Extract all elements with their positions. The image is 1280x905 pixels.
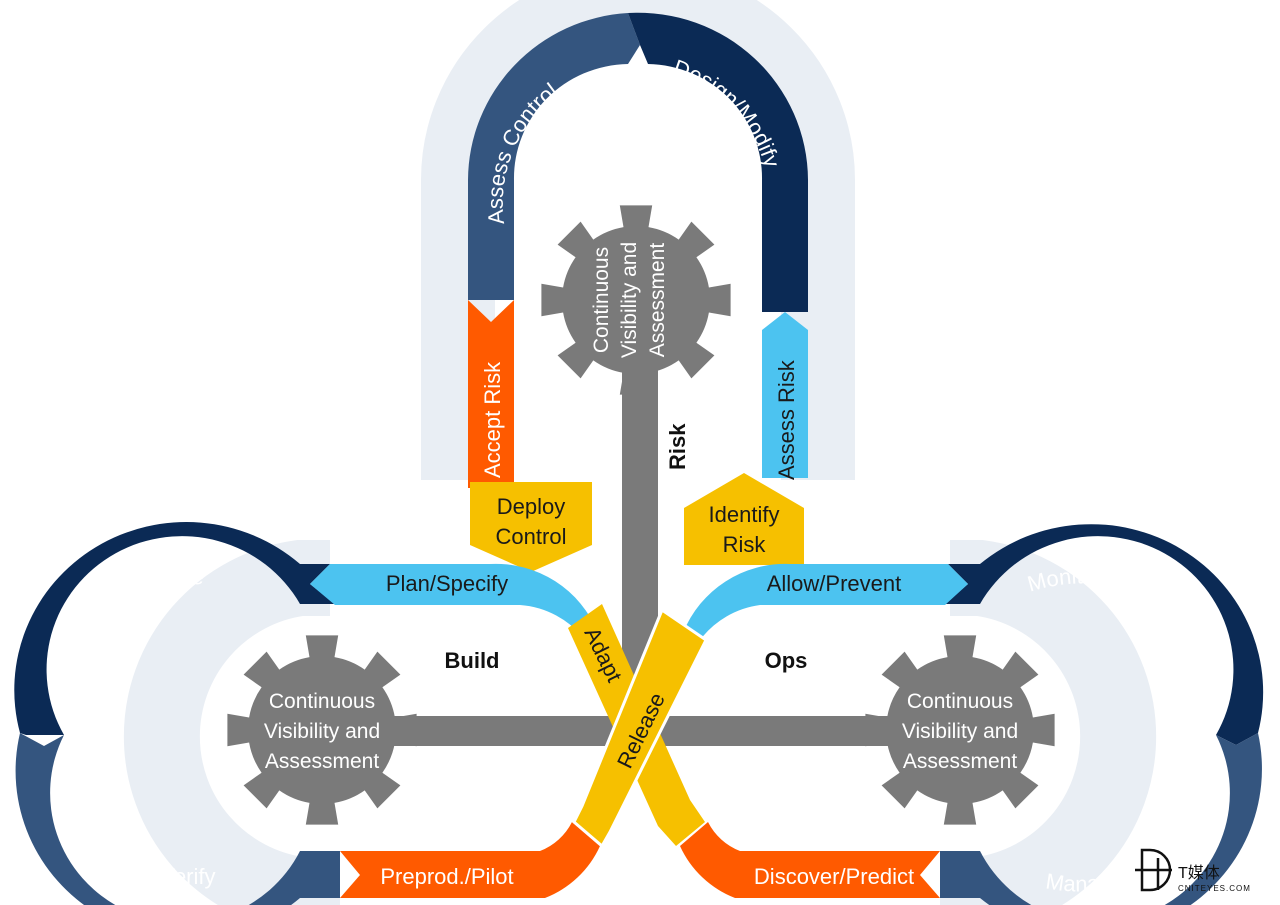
- segment-plan-specify: [310, 563, 598, 640]
- gear-top-shape: [541, 205, 731, 395]
- watermark-brand: T媒体: [1178, 864, 1220, 882]
- segment-design-modify: [628, 12, 808, 312]
- segment-release: [572, 607, 708, 849]
- segment-deploy-control: [470, 482, 592, 572]
- segment-accept-risk: [468, 300, 514, 488]
- segment-monitor-detect: [945, 524, 1264, 745]
- segment-identify-risk: [684, 473, 804, 565]
- build-center-label: Build: [445, 648, 500, 673]
- watermark-site: CNITEYES.COM: [1178, 884, 1251, 893]
- gear-left: Continuous Visibility and Assessment: [227, 635, 417, 825]
- watermark: T媒体 CNITEYES.COM: [1135, 848, 1251, 893]
- risk-center-label: Risk: [665, 423, 690, 470]
- preprod-pilot-label: Preprod./Pilot: [380, 864, 513, 889]
- ops-center-label: Ops: [765, 648, 808, 673]
- top-loop-halo: [421, 0, 855, 480]
- segment-create-procure: [14, 522, 335, 735]
- assess-risk-label: Assess Risk: [774, 359, 799, 480]
- gear-top: Continuous Visibility and Assessment: [541, 205, 731, 395]
- segment-preprod-pilot: [340, 822, 600, 898]
- gear-teeth: [227, 635, 417, 825]
- gear-top-line-1: Continuous: [590, 247, 613, 353]
- gear-left-line-2: Visibility and: [264, 720, 380, 743]
- gear-teeth: [541, 205, 731, 395]
- gear-left-line-3: Assessment: [265, 750, 380, 773]
- gear-right-shape: [865, 635, 1055, 825]
- right-loop: Monitor/Detect Manage/Respond Allow/Prev…: [680, 524, 1264, 905]
- gear-top-line-3: Assessment: [646, 243, 669, 358]
- verify-label: Verify: [160, 864, 215, 889]
- left-loop: Create/Procure Verify Plan/Specify Prepr…: [14, 522, 600, 905]
- plan-specify-label: Plan/Specify: [386, 571, 508, 596]
- watermark-logo-icon: [1135, 848, 1172, 892]
- segment-assess-risk: [762, 312, 808, 478]
- gear-teeth: [865, 635, 1055, 825]
- gear-top-line-2: Visibility and: [618, 242, 641, 358]
- segment-allow-prevent: [683, 563, 968, 640]
- segment-verify: [15, 733, 340, 905]
- gear-left-line-1: Continuous: [269, 690, 375, 713]
- segment-assess-control: [468, 13, 640, 300]
- gear-right: Continuous Visibility and Assessment: [865, 635, 1055, 825]
- gear-right-line-2: Visibility and: [902, 720, 1018, 743]
- segment-discover-predict: [680, 822, 940, 898]
- right-loop-halo: [940, 540, 1157, 905]
- gear-right-line-3: Assessment: [903, 750, 1018, 773]
- discover-predict-label: Discover/Predict: [754, 864, 914, 889]
- gear-right-line-1: Continuous: [907, 690, 1013, 713]
- left-loop-halo: [123, 540, 340, 905]
- gear-left-shape: [227, 635, 417, 825]
- allow-prevent-label: Allow/Prevent: [767, 571, 902, 596]
- accept-risk-label: Accept Risk: [480, 361, 505, 478]
- segment-manage-respond: [940, 733, 1262, 905]
- crossing: Adapt Release: [568, 604, 708, 849]
